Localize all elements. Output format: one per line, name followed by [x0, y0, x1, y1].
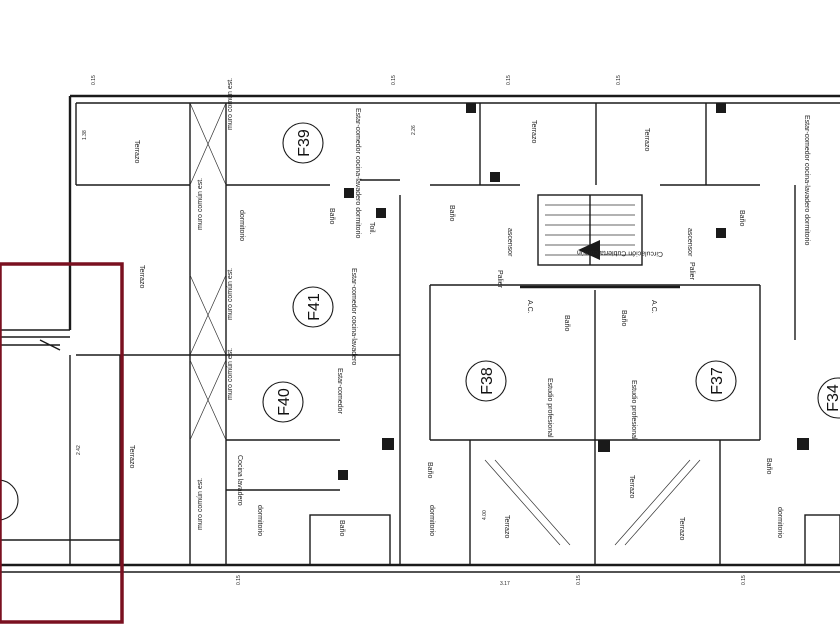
label-terrazo-4: Terrazo [530, 120, 537, 143]
label-ascensor-1: ascensor [506, 228, 513, 257]
label-estar-4: Estar-comedor cocina-lavadero dormitorio [803, 115, 810, 245]
label-bano-8: Baño [738, 210, 745, 226]
label-muro-5: muro común est. [197, 478, 204, 530]
svg-text:F38: F38 [479, 367, 496, 395]
middle-walls [0, 185, 761, 565]
dim-10: 0.15 [236, 575, 242, 585]
dim-3: 0.15 [506, 75, 512, 85]
top-row-walls [76, 102, 796, 340]
dim-6: 4.00 [482, 510, 488, 520]
unit-f40: F40 [262, 381, 304, 423]
service-shafts [338, 103, 809, 480]
unit-f34: F34 [817, 377, 840, 419]
label-estudio-1: Estudio profesional [546, 378, 553, 438]
label-muro-3: muro común est. [227, 268, 234, 320]
label-bano-1: Baño [328, 208, 335, 224]
dim-1: 0.15 [91, 75, 97, 85]
left-partial-unit [0, 339, 61, 521]
label-terrazo-5: Terrazo [643, 128, 650, 151]
stair-core [430, 194, 760, 289]
svg-text:F37: F37 [709, 367, 726, 395]
dim-5: 2.42 [76, 445, 82, 455]
label-ascensor-2: ascensor [686, 228, 693, 257]
dim-8: 1.38 [82, 130, 88, 140]
label-dormitorio-4: dormitorio [776, 507, 783, 538]
label-terrazo-6: Terrazo [503, 515, 510, 538]
dim-11: 0.15 [576, 575, 582, 585]
svg-text:F39: F39 [296, 129, 313, 157]
label-palier-2: Palier [688, 262, 695, 281]
label-ac-2: A.C. [650, 300, 657, 314]
label-muro-4: muro común est. [227, 348, 234, 400]
unit-f39: F39 [282, 122, 324, 164]
dim-9: 2.26 [411, 125, 417, 135]
dim-4: 0.15 [616, 75, 622, 85]
unit-f37: F37 [695, 360, 737, 402]
bottom-row-walls [226, 440, 840, 566]
label-dormitorio-3: dormitorio [428, 505, 435, 536]
label-terrazo-3: Terrazo [128, 445, 135, 468]
unit-f41: F41 [292, 286, 334, 328]
unit-f38: F38 [465, 360, 507, 402]
dim-12: 0.15 [741, 575, 747, 585]
label-ac-1: A.C. [526, 300, 533, 314]
label-bano-6: Baño [765, 458, 772, 474]
label-circulacion: Circulación Cubierta común [577, 248, 663, 257]
label-terrazo-1: Terrazo [133, 140, 140, 163]
label-bano-3: Baño [563, 315, 570, 331]
label-toil: Toil. [368, 222, 375, 235]
exterior-walls [0, 94, 840, 573]
label-dormitorio-1: dormitorio [238, 210, 245, 241]
label-estudio-2: Estudio profesional [630, 380, 637, 440]
label-dormitorio-2: dormitorio [256, 505, 263, 536]
label-terrazo-7: Terrazo [628, 475, 635, 498]
highlight-box [0, 262, 124, 624]
svg-text:F40: F40 [276, 388, 293, 416]
label-cocina: Cocina lavadero [236, 455, 243, 506]
label-terrazo-2: Terrazo [138, 265, 145, 288]
label-terrazo-8: Terrazo [678, 517, 685, 540]
dim-7: 3.17 [500, 581, 510, 587]
label-muro-2: muro común est. [197, 178, 204, 230]
label-palier-1: Palier [496, 270, 503, 289]
label-bano-7: Baño [338, 520, 345, 536]
dimension-labels: 0.15 0.15 0.15 0.15 2.42 4.00 3.17 1.38 … [76, 75, 747, 587]
unit-labels: F39 F41 F40 F38 F37 F34 [262, 122, 840, 423]
label-bano-2: Baño [448, 205, 455, 221]
label-muro-1: muro común est. [227, 78, 234, 130]
dim-2: 0.15 [391, 75, 397, 85]
svg-text:F34: F34 [825, 384, 840, 412]
label-bano-4: Baño [620, 310, 627, 326]
label-estar-1: Estar-comedor cocina-lavadero dormitorio [354, 108, 361, 238]
label-estar-3: Estar-comedor [336, 368, 343, 415]
room-labels: Terrazo Terrazo Terrazo Terrazo Terrazo … [128, 78, 810, 541]
label-estar-2: Estar-comedor cocina-lavadero [350, 268, 357, 365]
label-bano-5: Baño [426, 462, 433, 478]
svg-text:F41: F41 [306, 293, 323, 321]
